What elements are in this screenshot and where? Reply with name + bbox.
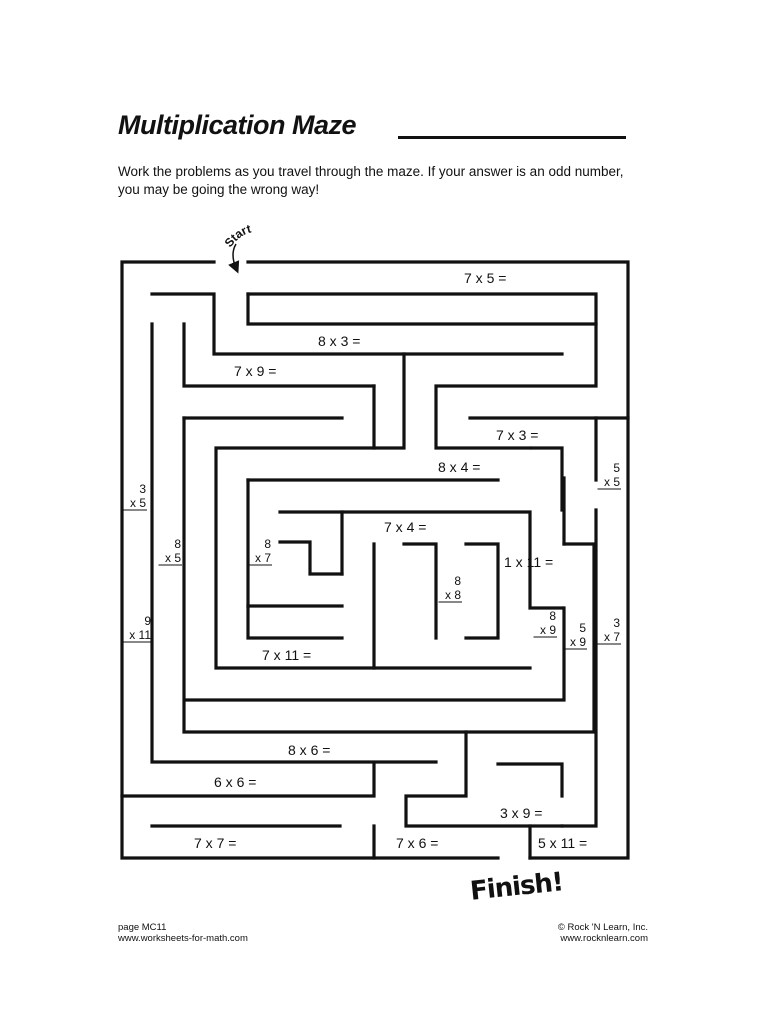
maze-labels: 7 x 5 = 8 x 3 = 7 x 9 = 7 x 3 = 8 x 4 = 7 x 4…	[121, 270, 621, 851]
horizontal-problem: 7 x 9 =	[234, 363, 276, 379]
maze-wall	[246, 292, 598, 326]
vertical-problem-top: 3	[613, 616, 620, 630]
maze-wall	[246, 478, 344, 640]
vertical-problem: 8x 9	[533, 609, 557, 638]
horizontal-problem: 3 x 9 =	[500, 805, 542, 821]
maze-wall	[246, 260, 630, 860]
horizontal-problem: 7 x 7 =	[194, 835, 236, 851]
vertical-problem: 3x 7	[597, 616, 621, 645]
vertical-problem-top: 8	[264, 537, 271, 551]
start-label: Start	[222, 222, 253, 250]
footer-left: page MC11 www.worksheets-for-math.com	[118, 922, 248, 944]
vertical-problem-top: 5	[579, 621, 586, 635]
publisher-url: www.rocknlearn.com	[560, 933, 648, 944]
horizontal-problem: 7 x 11 =	[262, 647, 311, 663]
maze-wall	[184, 606, 566, 702]
maze-wall	[404, 730, 564, 828]
vertical-problem: 8x 8	[438, 574, 462, 603]
vertical-problem-top: 9	[144, 614, 151, 628]
copyright: © Rock 'N Learn, Inc.	[557, 922, 648, 933]
maze-wall	[182, 322, 376, 388]
vertical-problem-top: 8	[454, 574, 461, 588]
horizontal-problem: 6 x 6 =	[214, 774, 256, 790]
vertical-problem-bottom: x 7	[255, 551, 271, 565]
maze-wall	[120, 260, 500, 860]
maze-wall	[278, 510, 564, 610]
vertical-problem-top: 3	[139, 482, 146, 496]
vertical-problem: 5x 9	[563, 621, 587, 650]
maze-wall	[150, 322, 438, 764]
vertical-problem-bottom: x 8	[445, 588, 461, 602]
horizontal-problem: 7 x 5 =	[464, 270, 506, 286]
vertical-problem-bottom: x 5	[165, 551, 181, 565]
worksheet-title: Multiplication Maze	[118, 110, 357, 140]
vertical-problem: 5x 5	[597, 461, 621, 490]
horizontal-problem: 5 x 11 =	[538, 835, 587, 851]
vertical-problem-bottom: x 9	[570, 635, 586, 649]
start-arrow-icon	[228, 243, 240, 274]
vertical-problem-top: 5	[613, 461, 620, 475]
vertical-problem: 3x 5	[123, 482, 147, 511]
maze-wall	[560, 508, 598, 828]
vertical-problem-top: 8	[549, 609, 556, 623]
instructions: Work the problems as you travel through …	[118, 164, 624, 197]
maze-wall	[246, 292, 598, 450]
footer-right: © Rock 'N Learn, Inc. www.rocknlearn.com	[558, 922, 648, 944]
vertical-problem-top: 8	[174, 537, 181, 551]
vertical-problem-bottom: x 5	[130, 496, 146, 510]
horizontal-problem: 7 x 4 =	[384, 519, 426, 535]
site-url: www.worksheets-for-math.com	[118, 933, 248, 944]
maze-wall	[182, 416, 596, 734]
maze-wall	[464, 542, 500, 640]
horizontal-problem: 1 x 11 =	[504, 554, 553, 570]
horizontal-problem: 8 x 6 =	[288, 742, 330, 758]
maze-walls	[120, 260, 630, 860]
maze-wall	[402, 542, 438, 640]
horizontal-problem: 8 x 4 =	[438, 459, 480, 475]
vertical-problem: 8x 7	[248, 537, 272, 566]
vertical-problem-bottom: x 5	[604, 475, 620, 489]
vertical-problem-bottom: x 11	[129, 628, 151, 642]
horizontal-problem: 7 x 6 =	[396, 835, 438, 851]
vertical-problem-bottom: x 7	[604, 630, 620, 644]
page-number: page MC11	[118, 922, 167, 933]
horizontal-problem: 7 x 3 =	[496, 427, 538, 443]
vertical-problem: 9x 11	[121, 614, 152, 643]
maze-wall	[496, 762, 564, 798]
name-line	[398, 136, 626, 139]
maze-wall	[214, 352, 532, 670]
maze-wall	[278, 540, 344, 576]
vertical-problem: 8x 5	[158, 537, 182, 566]
vertical-problem-bottom: x 9	[540, 623, 556, 637]
maze-wall	[530, 446, 564, 512]
maze-wall	[120, 762, 376, 798]
maze-wall	[150, 292, 564, 356]
horizontal-problem: 8 x 3 =	[318, 333, 360, 349]
